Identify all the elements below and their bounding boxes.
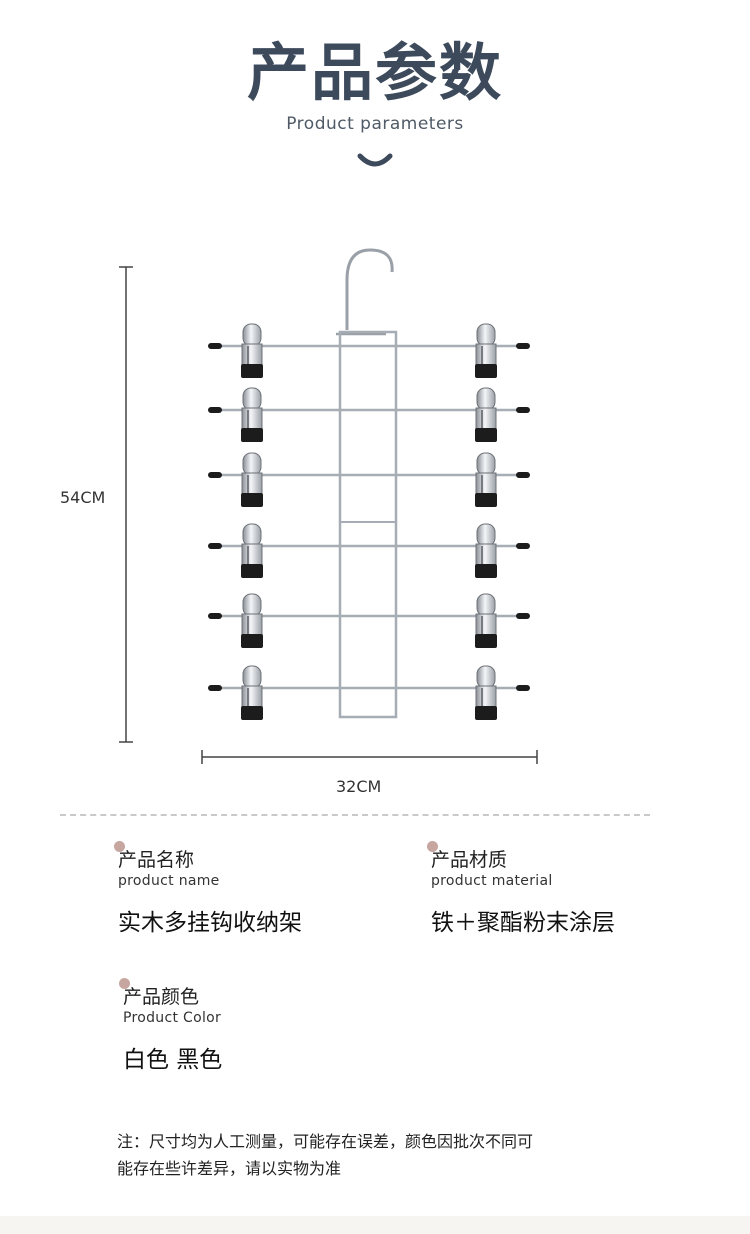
height-label: 54CM — [60, 488, 106, 507]
hanger-tiers — [208, 323, 530, 721]
page-subtitle: Product parameters — [286, 114, 464, 134]
param-value: 白色 黑色 — [123, 1047, 223, 1073]
param-value: 实木多挂钩收纳架 — [118, 910, 302, 936]
param-product-color: 产品颜色 Product Color 白色 黑色 — [119, 978, 223, 1074]
bullet-dot — [427, 841, 438, 852]
note-line: 能存在些许差异，请以实物为准 — [117, 1159, 342, 1178]
disclaimer-note: 注：尺寸均为人工测量，可能存在误差，颜色因批次不同可 能存在些许差异，请以实物为… — [117, 1128, 657, 1182]
param-label-cn: 产品颜色 — [123, 986, 200, 1008]
param-product-material: 产品材质 product material 铁＋聚酯粉末涂层 — [427, 841, 615, 937]
note-line: 注：尺寸均为人工测量，可能存在误差，颜色因批次不同可 — [117, 1132, 534, 1151]
param-label-en: product material — [431, 873, 553, 889]
param-label-en: Product Color — [123, 1010, 222, 1026]
param-value: 铁＋聚酯粉末涂层 — [431, 910, 615, 936]
param-product-name: 产品名称 product name 实木多挂钩收纳架 — [114, 841, 302, 937]
bullet-dot — [119, 978, 130, 989]
bottom-strip — [0, 1216, 750, 1234]
width-dimension-line — [201, 750, 538, 764]
height-dimension-line — [119, 266, 133, 743]
param-label-cn: 产品名称 — [118, 849, 195, 871]
bullet-dot — [114, 841, 125, 852]
dashed-divider — [60, 814, 650, 816]
param-label-en: product name — [118, 873, 220, 889]
param-label-cn: 产品材质 — [431, 849, 508, 871]
width-label: 32CM — [336, 777, 382, 796]
hanger-image — [208, 248, 530, 721]
page-title: 产品参数 — [246, 36, 503, 109]
smile-curve-icon — [357, 153, 393, 167]
